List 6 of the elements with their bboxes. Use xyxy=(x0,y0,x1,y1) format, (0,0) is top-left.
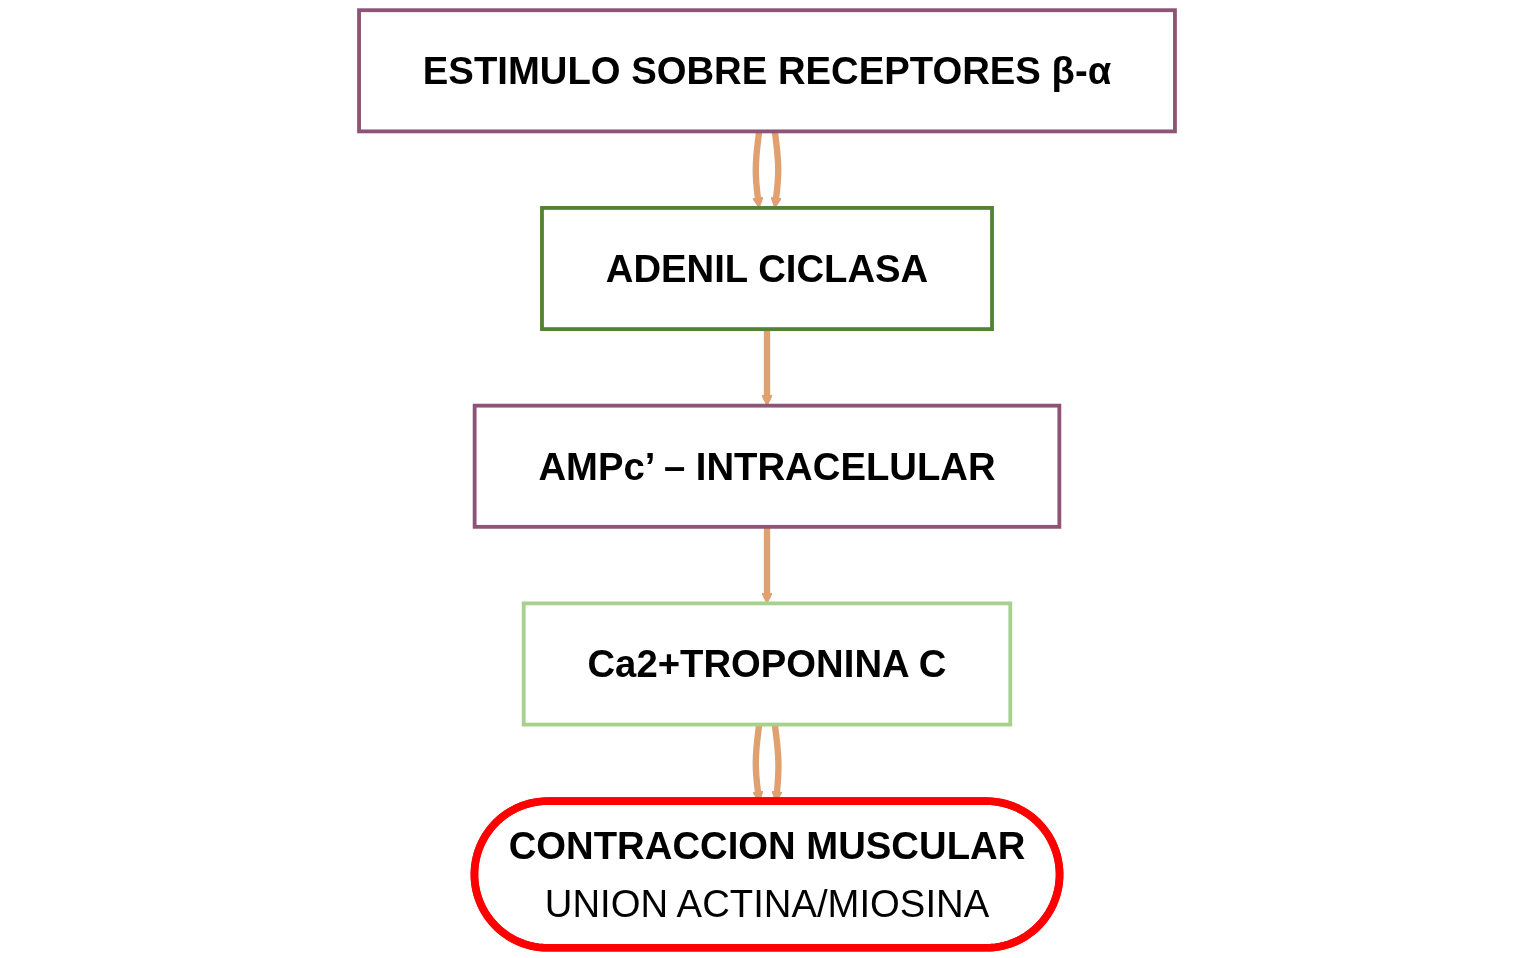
node-box: Ca2+TROPONINA C xyxy=(521,601,1013,727)
arrow xyxy=(761,526,773,604)
node-box: ADENIL CICLASA xyxy=(540,206,994,332)
node-box: AMPc’ – INTRACELULAR xyxy=(472,403,1062,529)
arrow xyxy=(761,329,773,407)
node-box: ESTIMULO SOBRE RECEPTORES β-α xyxy=(357,8,1177,134)
